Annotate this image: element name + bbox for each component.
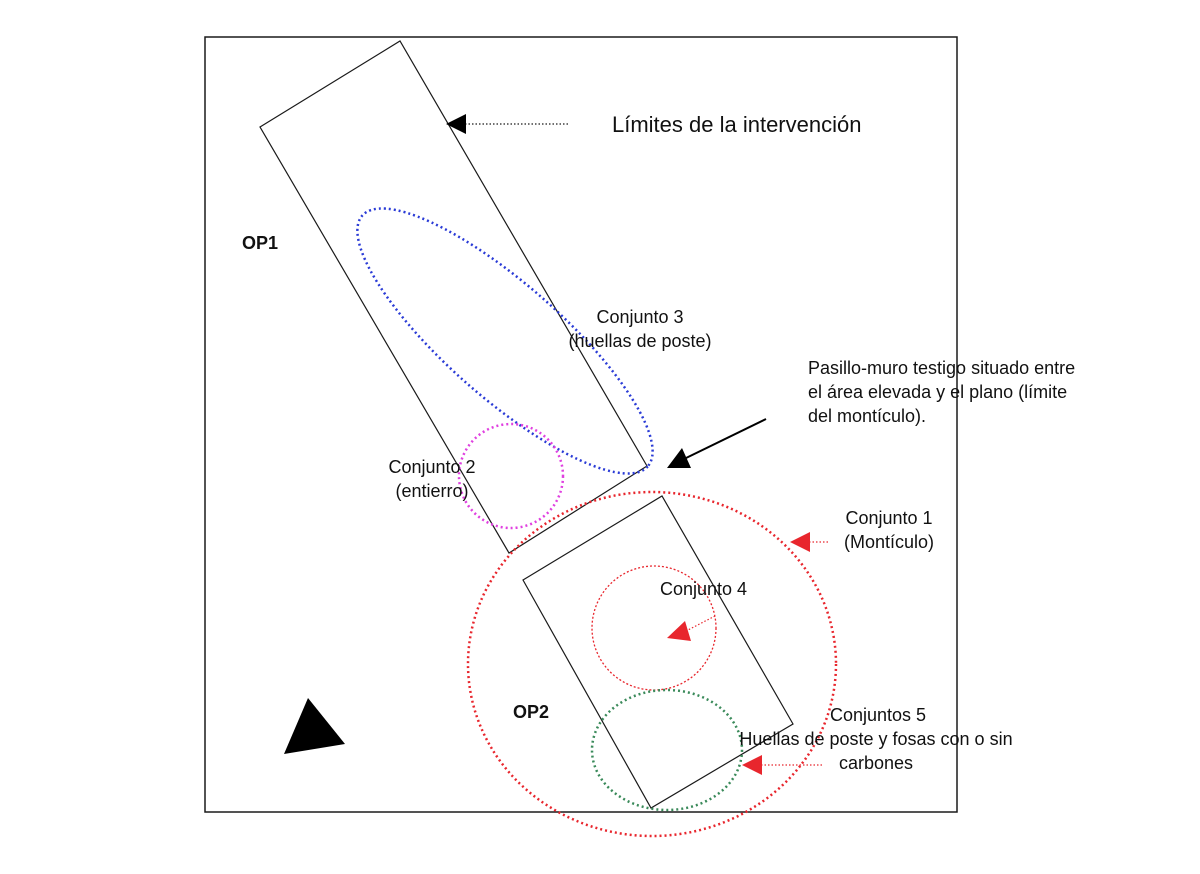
pasillo-arrow-line xyxy=(683,418,767,460)
north-arrow-icon xyxy=(284,698,345,754)
conjuntos-5-label: Conjuntos 5 Huellas de poste y fosas con… xyxy=(700,703,1052,775)
conjunto-1-area xyxy=(466,490,838,838)
pasillo-line-2: el área elevada y el plano (límite xyxy=(808,382,1068,402)
op2-trench xyxy=(522,495,794,809)
conjunto-5-area xyxy=(590,688,744,812)
conjunto-3-area xyxy=(356,207,654,475)
conjuntos-5-line-2: Huellas de poste y fosas con o sin xyxy=(739,729,1013,749)
conjunto-4-arrowhead-icon xyxy=(667,621,691,641)
conjunto-3-label: Conjunto 3 (huellas de poste) xyxy=(540,305,740,353)
conjuntos-5-line-3: carbones xyxy=(838,753,914,773)
conjunto-2-subtitle: (entierro) xyxy=(395,481,469,501)
conjunto-1-label: Conjunto 1 (Montículo) xyxy=(826,506,952,554)
conjuntos-5-arrowhead-icon xyxy=(742,755,762,775)
pasillo-line-3: del montículo). xyxy=(808,406,927,426)
op1-label: OP1 xyxy=(242,233,279,253)
conjunto-3-subtitle: (huellas de poste) xyxy=(568,331,712,351)
pasillo-arrowhead-icon xyxy=(667,448,691,468)
op2-label: OP2 xyxy=(513,702,550,722)
limites-label: Límites de la intervención xyxy=(612,112,862,137)
conjunto-2-title: Conjunto 2 xyxy=(388,457,476,477)
conjunto-1-title: Conjunto 1 xyxy=(845,508,933,528)
conjunto-1-subtitle: (Montículo) xyxy=(843,532,935,552)
conjunto-4-label: Conjunto 4 xyxy=(660,579,748,599)
conjunto-2-label: Conjunto 2 (entierro) xyxy=(362,455,502,503)
plan-frame xyxy=(204,36,958,813)
conjuntos-5-title: Conjuntos 5 xyxy=(829,705,927,725)
limites-arrowhead-icon xyxy=(446,114,466,134)
conjunto-3-title: Conjunto 3 xyxy=(596,307,684,327)
conjunto-1-arrowhead-icon xyxy=(790,532,810,552)
conjunto-4-leader-line xyxy=(687,615,716,631)
pasillo-label: Pasillo-muro testigo situado entre el ár… xyxy=(808,356,1075,428)
pasillo-line-1: Pasillo-muro testigo situado entre xyxy=(808,358,1076,378)
conjunto-2-area xyxy=(457,422,565,530)
